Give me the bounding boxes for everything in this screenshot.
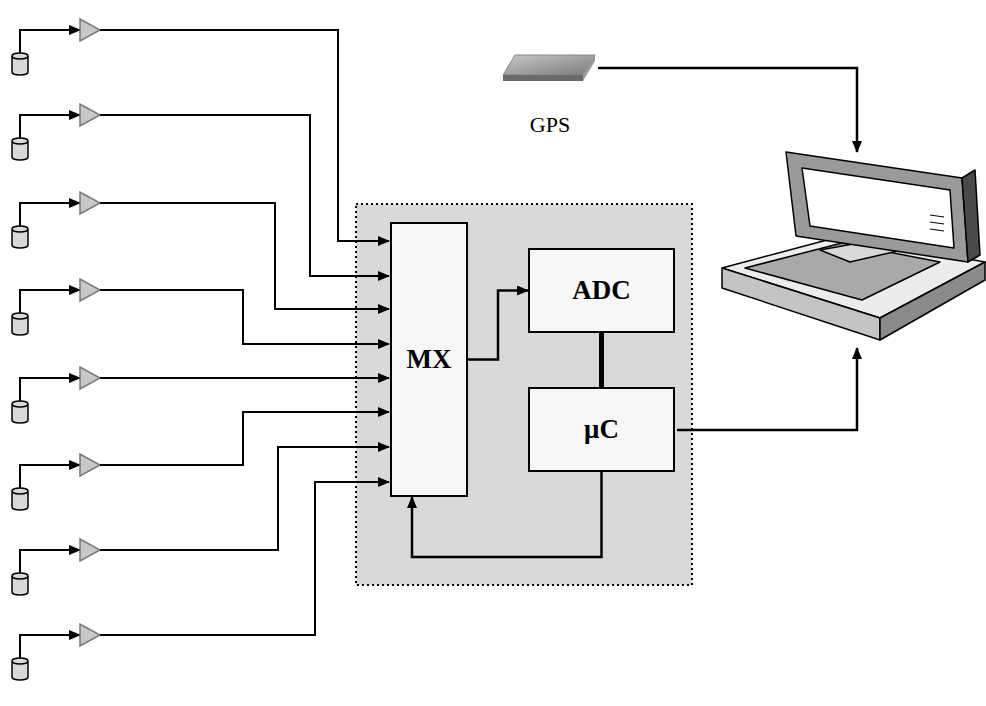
bus-line [599,333,604,387]
sensor-wire [20,550,80,573]
sensor-cylinder [12,53,28,75]
sensor-wire [20,30,80,53]
microcontroller-box: μC [528,387,675,472]
amplifier-symbol [80,279,100,301]
adc-box: ADC [528,248,675,333]
amplifier-symbol [80,367,100,389]
sensor-wire [20,290,80,313]
multiplexer-box: MX [390,222,468,497]
sensor-cylinder [12,313,28,335]
amplifier-symbol [80,104,100,126]
channel-wire [100,290,389,344]
sensor-cylinder [12,488,28,510]
laptop-illustration [722,152,985,340]
gps-wire [598,68,857,152]
node-label: ADC [572,275,631,306]
sensor-wire [20,378,80,401]
amplifier-symbol [80,539,100,561]
sensor-wire [20,635,80,658]
sensor-wire [20,465,80,488]
channel-wire [100,115,389,276]
amplifier-symbol [80,454,100,476]
channel-wire [100,412,389,465]
sensor-wire [20,203,80,226]
amplifier-symbol [80,192,100,214]
sensor-cylinder [12,401,28,423]
channel-wire [100,30,389,241]
serial-wire [677,348,857,430]
node-label: μC [584,414,619,445]
sensor-cylinder [12,658,28,680]
signal-arrow [468,291,528,360]
channel-wire [100,482,389,635]
amplifier-symbol [80,19,100,41]
channel-wire [100,377,389,379]
node-label: GPS [530,112,570,140]
sensor-wire [20,115,80,138]
channel-wire [100,203,389,309]
channel-wire [100,447,389,550]
gps-receiver: GPS [495,45,605,140]
sensor-cylinder [12,226,28,248]
device-panel [356,204,692,585]
sensor-cylinder [12,138,28,160]
gps-icon [495,45,605,85]
amplifier-symbol [80,624,100,646]
node-label: MX [407,344,452,375]
sensor-cylinder [12,573,28,595]
